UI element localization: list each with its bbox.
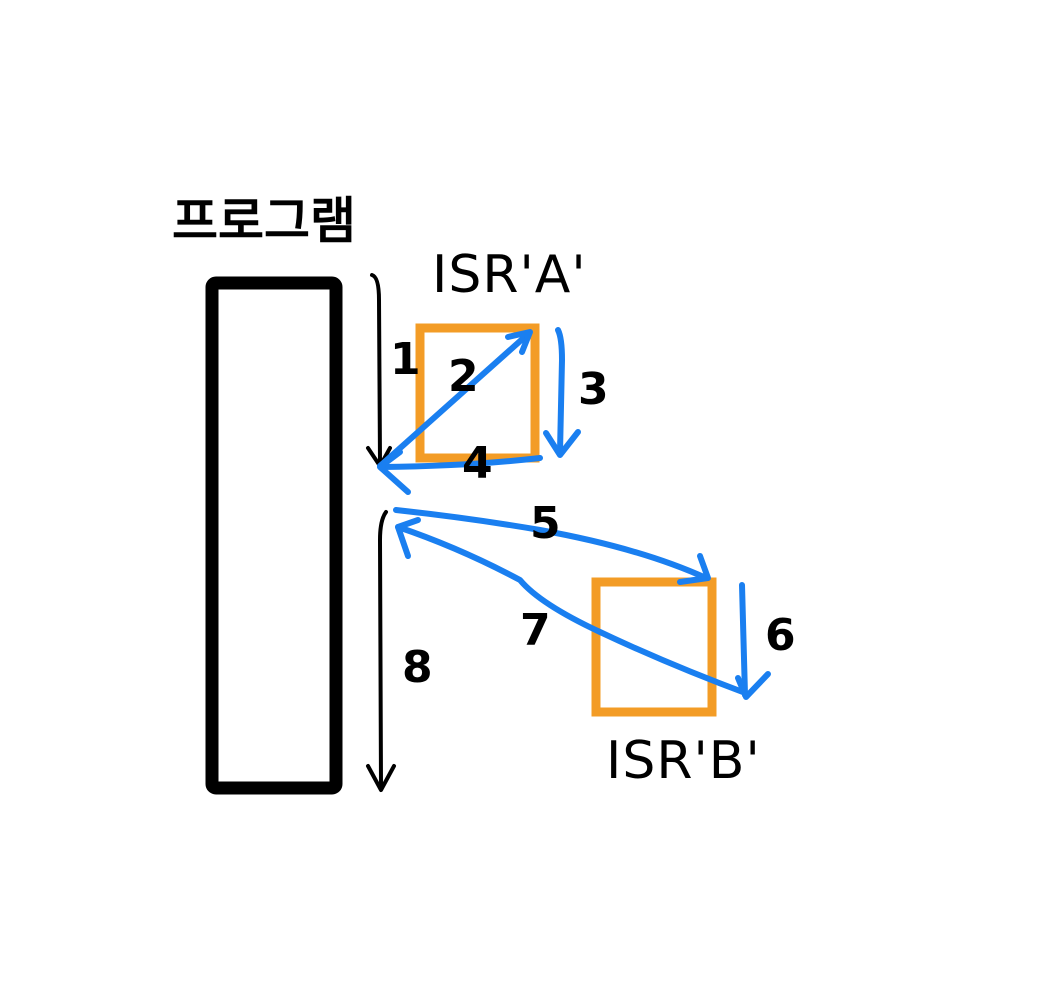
isr-a-box <box>415 323 540 463</box>
program-bar <box>205 276 343 795</box>
step-5-label: 5 <box>530 498 561 549</box>
step-7-label: 7 <box>520 605 551 656</box>
isr-b-label: ISR'B' <box>606 731 761 791</box>
step-1-label: 1 <box>390 334 421 385</box>
arrow-5 <box>393 507 711 585</box>
step-6-label: 6 <box>765 610 796 661</box>
arrow-2 <box>377 329 533 469</box>
arrow-8 <box>366 510 396 792</box>
isr-a-label: ISR'A' <box>432 245 587 305</box>
arrow-1 <box>366 273 392 468</box>
program-label: 프로그램 <box>172 192 356 250</box>
step-8-label: 8 <box>402 642 433 693</box>
arrow-7 <box>395 517 751 697</box>
step-3-label: 3 <box>578 364 609 415</box>
step-4-label: 4 <box>462 438 493 489</box>
step-2-label: 2 <box>448 351 479 402</box>
arrow-6 <box>735 582 771 700</box>
isr-b-box <box>591 577 717 717</box>
arrow-3 <box>543 327 581 458</box>
arrow-4 <box>377 449 543 495</box>
